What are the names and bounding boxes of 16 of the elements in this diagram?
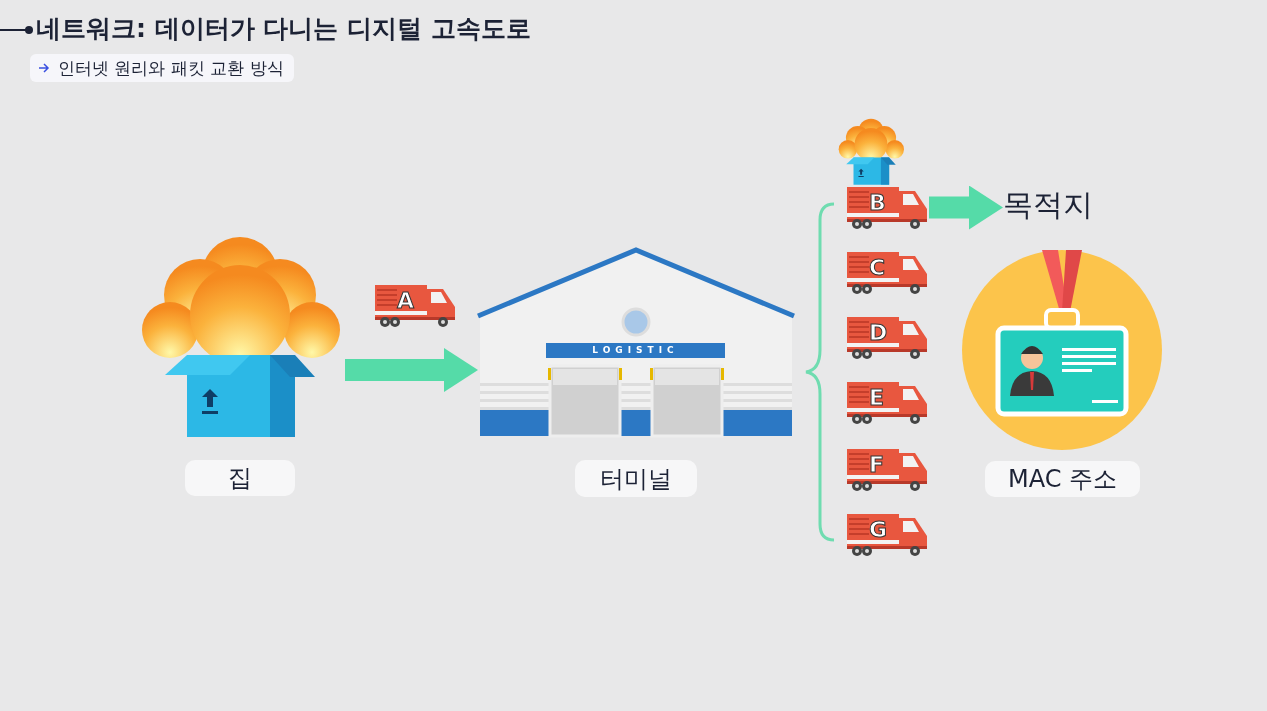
caption-label: MAC 주소 xyxy=(985,461,1140,497)
truck-letter: G xyxy=(869,518,888,542)
truck-letter: E xyxy=(869,386,885,410)
caption-label: 집 xyxy=(185,460,295,496)
caption-label: 터미널 xyxy=(575,460,697,497)
title: 네트워크: 데이터가 다니는 디지털 고속도로 xyxy=(36,13,531,45)
truck-letter: C xyxy=(869,256,886,280)
subtitle-text: 인터넷 원리와 패킷 교환 방식 xyxy=(58,56,284,80)
destination-label: 목적지 xyxy=(1003,186,1093,224)
truck-letter: D xyxy=(869,321,888,345)
sign-text: LOGISTIC xyxy=(591,344,680,357)
arrow xyxy=(345,348,478,392)
truck-letter: A xyxy=(397,289,415,313)
truck-letter: F xyxy=(869,453,885,477)
truck-letter: B xyxy=(869,191,886,215)
arrow xyxy=(929,185,1003,230)
